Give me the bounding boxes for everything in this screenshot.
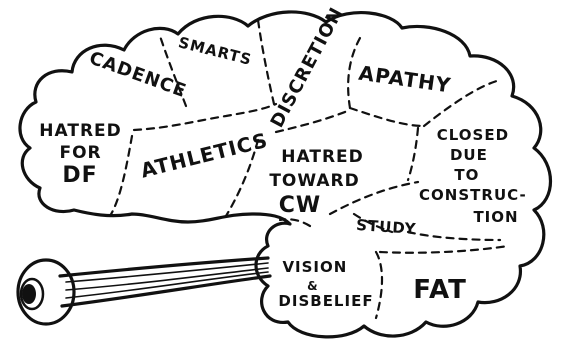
label-hatred-for-df: HATRED FOR DF <box>39 121 128 188</box>
region-divider <box>108 134 134 218</box>
region-divider <box>378 244 510 254</box>
label-vision-disbelief: VISION & DISBELIEF <box>278 258 373 310</box>
label-fat: FAT <box>413 275 467 305</box>
label-discretion: DISCRETION <box>267 4 348 132</box>
region-divider <box>406 126 420 182</box>
eye-pupil <box>22 284 36 304</box>
optic-nerve-line <box>58 256 270 278</box>
region-divider <box>406 230 502 242</box>
label-smarts: SMARTS <box>177 33 254 69</box>
region-divider <box>348 106 426 128</box>
label-apathy: APATHY <box>357 61 453 98</box>
optic-nerve-fiber <box>65 262 269 283</box>
region-divider <box>158 34 188 108</box>
region-divider <box>374 250 384 320</box>
eyeball <box>16 258 76 326</box>
label-study: STUDY <box>356 216 418 238</box>
optic-nerve-line <box>60 274 272 308</box>
region-divider <box>328 180 420 216</box>
label-closed-due-to-construction: CLOSED DUE TO CONSTRUC- TION <box>419 126 533 226</box>
label-hatred-toward-cw: HATRED TOWARD CW <box>269 147 370 218</box>
region-divider <box>347 36 362 110</box>
region-divider <box>274 108 352 134</box>
label-athletics: ATHLETICS <box>138 128 270 183</box>
region-divider <box>422 78 502 128</box>
region-divider <box>278 218 312 228</box>
region-divider <box>132 102 278 132</box>
region-divider <box>224 138 260 218</box>
region-divider <box>256 18 276 106</box>
optic-nerve-fiber <box>65 267 269 291</box>
region-divider <box>352 212 394 234</box>
optic-nerve-fiber <box>65 271 269 299</box>
brain-outline <box>18 10 553 339</box>
